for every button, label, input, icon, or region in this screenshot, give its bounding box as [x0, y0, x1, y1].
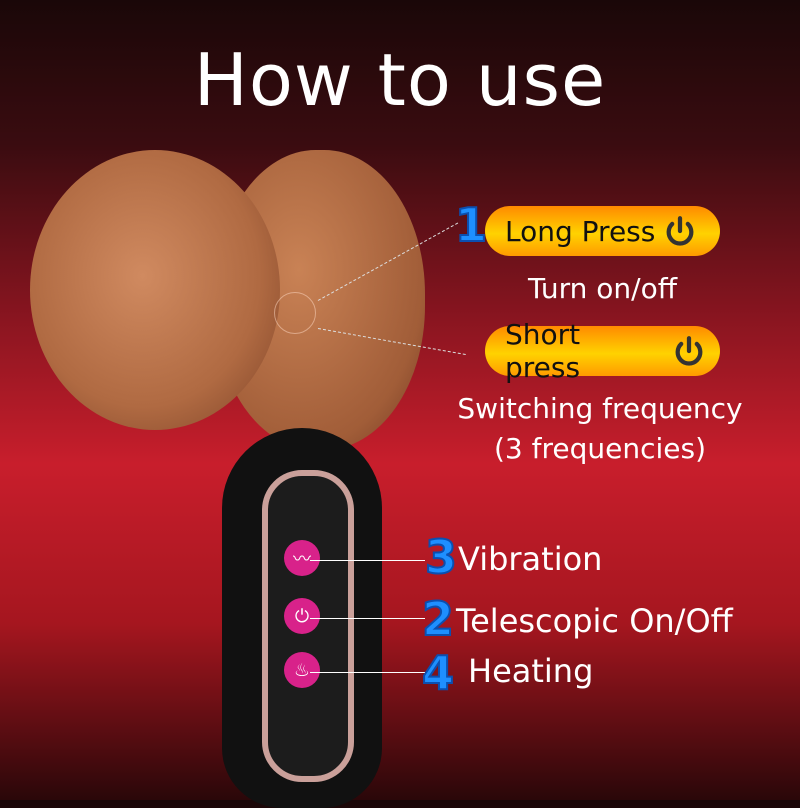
short-press-description-line2: (3 frequencies) — [493, 432, 707, 465]
device-base — [30, 150, 280, 430]
short-press-pill: Short press — [485, 318, 720, 384]
flame-icon: ♨ — [284, 652, 320, 688]
short-press-description-line1: Switching frequency — [457, 392, 743, 425]
long-press-pill: Long Press — [485, 206, 720, 256]
long-press-description: Turn on/off — [528, 272, 677, 305]
device-power-button — [274, 292, 316, 334]
step-number-3: 3 — [424, 529, 458, 585]
step-number-1: 1 — [454, 197, 488, 253]
step-number-4: 4 — [421, 645, 455, 701]
pointer-line — [310, 560, 425, 561]
remote-panel — [262, 470, 354, 782]
vibration-label: Vibration — [458, 540, 603, 578]
pill-label: Short press — [505, 318, 581, 384]
step-number-2: 2 — [421, 591, 455, 647]
power-icon — [666, 216, 694, 246]
power-icon: ⏻ — [284, 598, 320, 634]
pill-label: Long Press — [505, 214, 656, 248]
telescopic-label: Telescopic On/Off — [456, 602, 733, 640]
pointer-line — [310, 618, 425, 619]
heating-label: Heating — [468, 652, 594, 690]
wave-icon: 〰 — [284, 540, 320, 576]
power-icon — [675, 336, 703, 366]
page-title: How to use — [193, 38, 607, 122]
pointer-line — [310, 672, 425, 673]
